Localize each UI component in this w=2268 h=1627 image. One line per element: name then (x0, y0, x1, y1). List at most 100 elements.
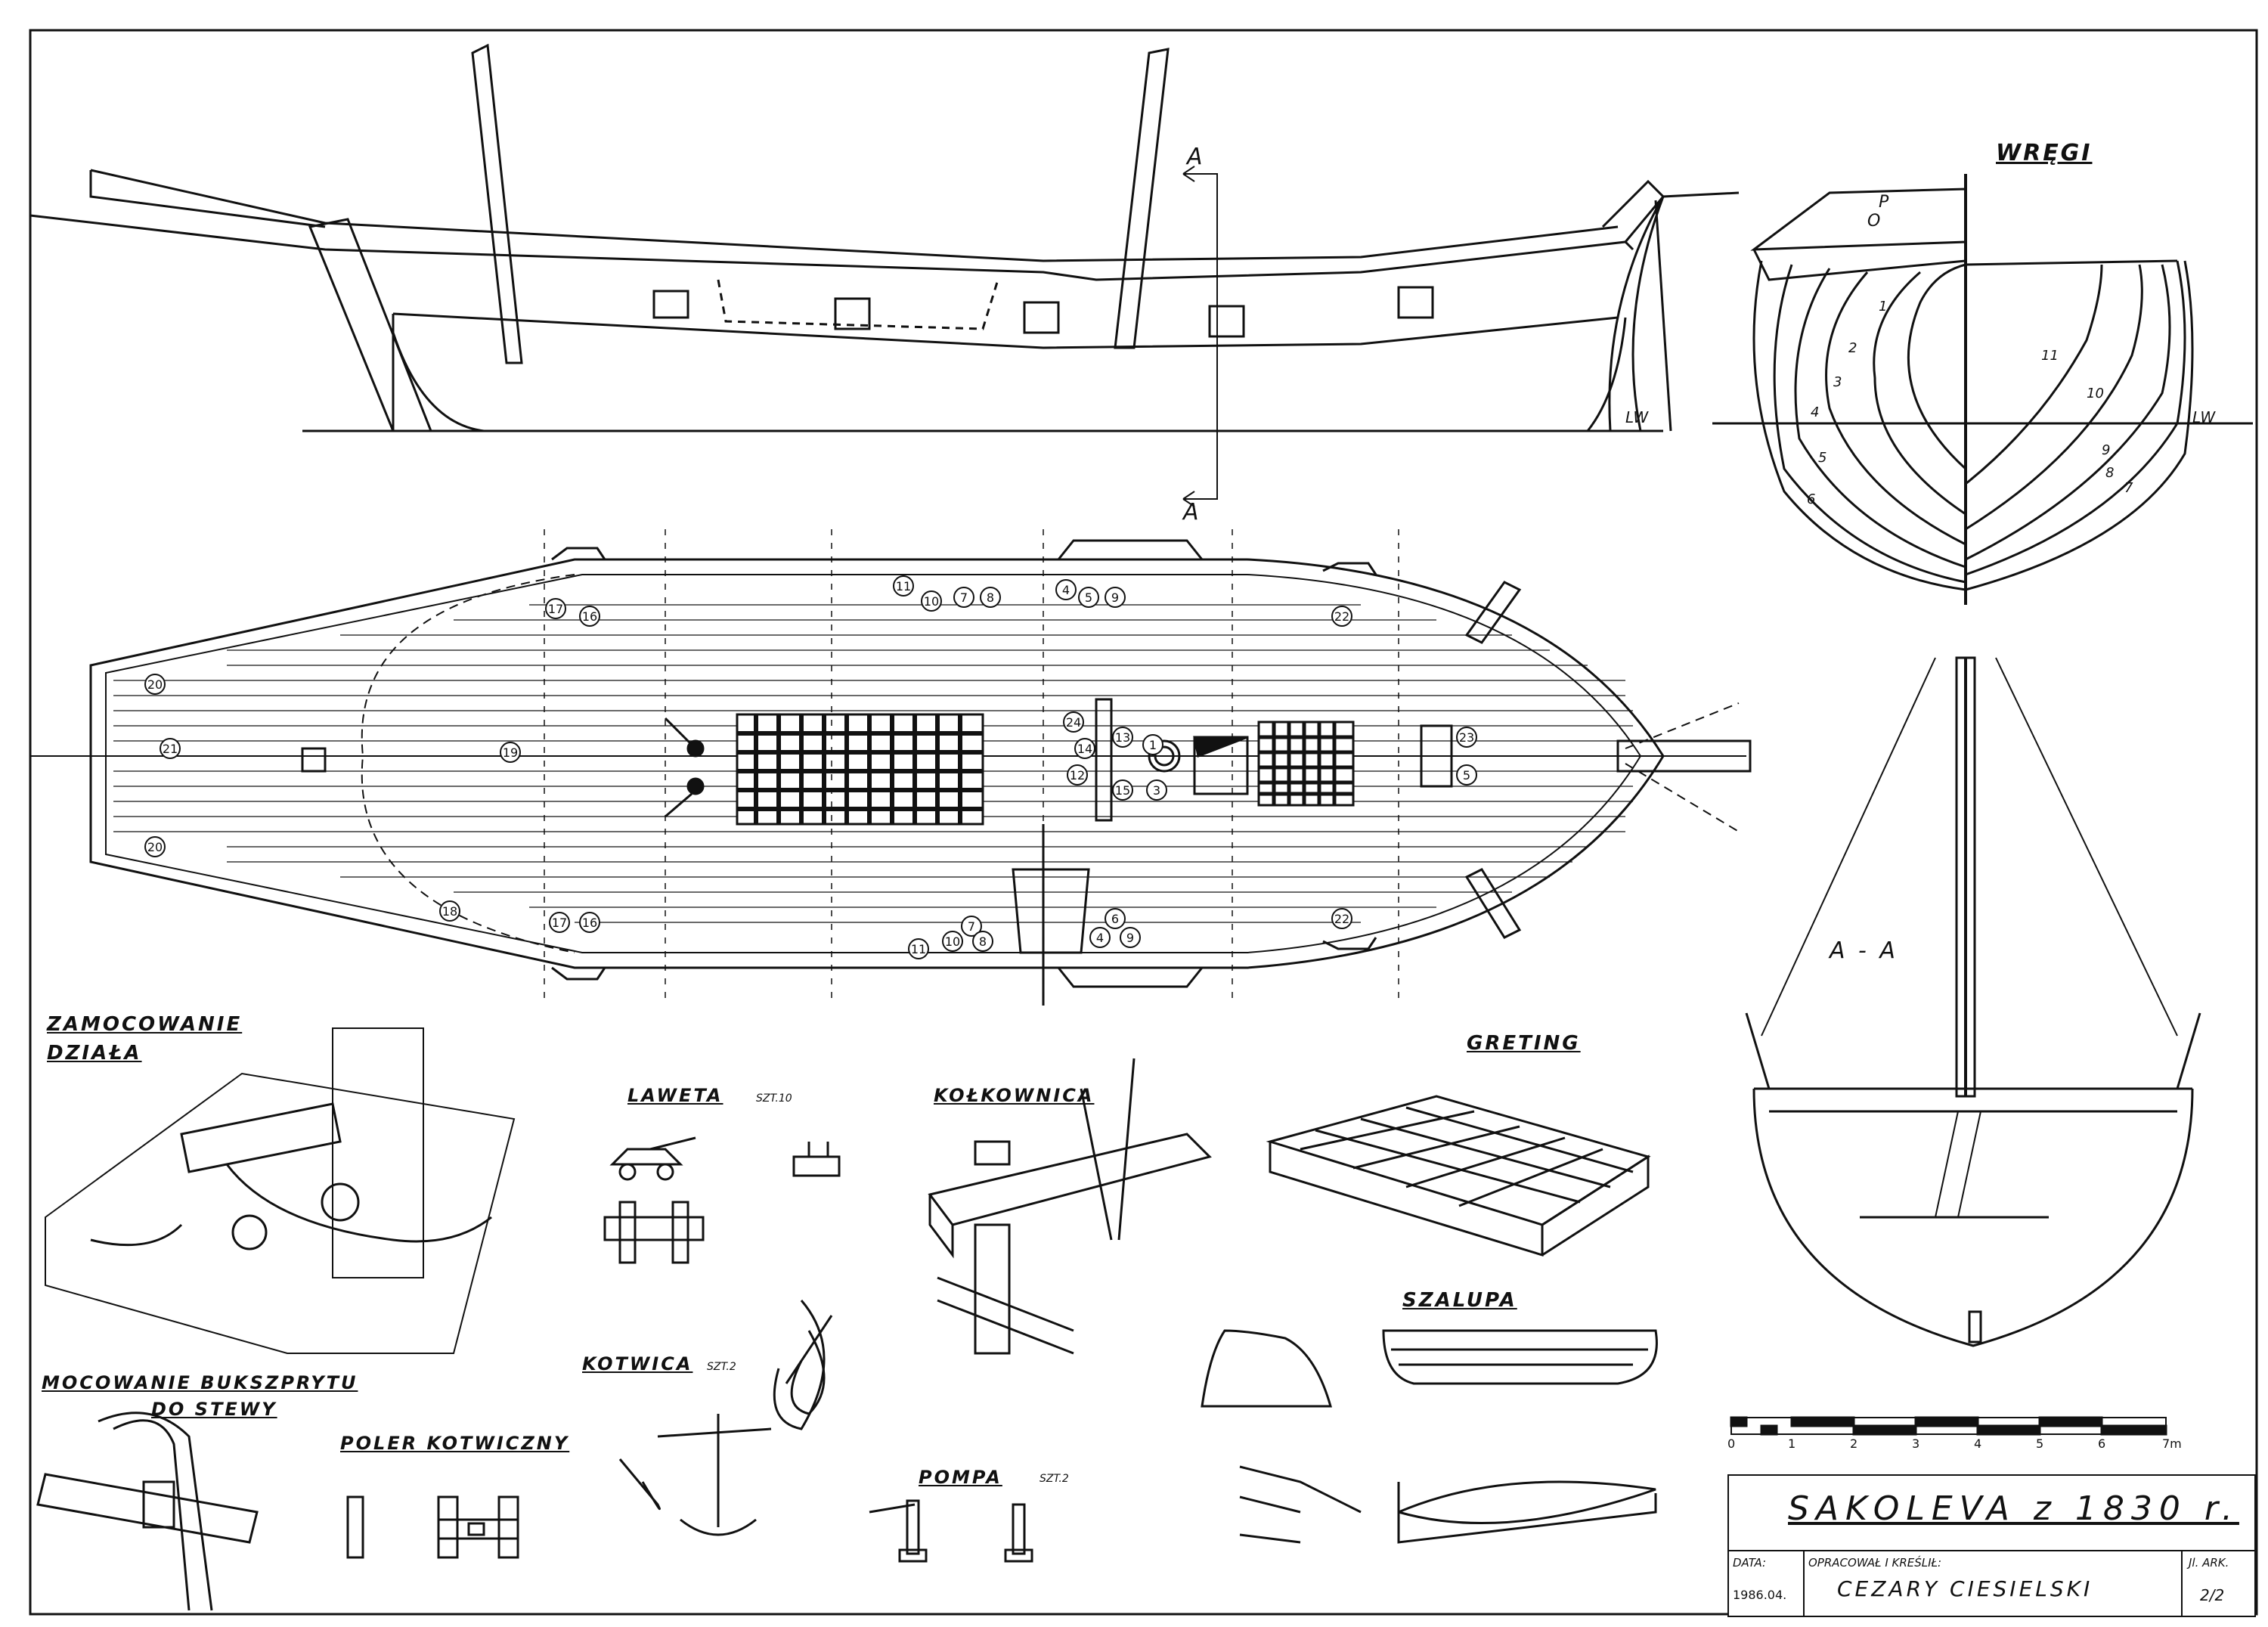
deck-part-number: 16 (579, 606, 600, 627)
deck-part-number-text: 10 (945, 934, 960, 949)
deck-part-number: 6 (1105, 908, 1126, 929)
label-greting: GRETING (1467, 1032, 1581, 1055)
deck-part-number: 10 (942, 931, 963, 952)
frame-num-2: 2 (1848, 340, 1857, 356)
deck-part-number-text: 12 (1070, 768, 1085, 783)
deck-part-number-text: 5 (1085, 590, 1092, 605)
deck-part-number-text: 19 (503, 745, 518, 760)
title-block-sheet-cell (2181, 1550, 2256, 1617)
deck-part-number-text: 7 (960, 590, 968, 605)
deck-part-number-text: 4 (1096, 931, 1104, 945)
label-kotwica: KOTWICA (582, 1353, 693, 1374)
scale-tick-6: 6 (2098, 1436, 2106, 1451)
frame-num-8: 8 (2105, 465, 2115, 481)
side-elevation (29, 43, 1740, 507)
frame-num-3: 3 (1833, 374, 1842, 390)
greting-detail (1266, 1095, 1651, 1257)
scale-tick-0: 0 (1727, 1436, 1736, 1451)
deck-part-number: 1 (1142, 734, 1163, 755)
label-section-aa: A - A (1830, 937, 1898, 964)
label-pompa: POMPA (919, 1467, 1002, 1488)
deck-part-number: 13 (1112, 727, 1133, 748)
deck-part-number: 5 (1078, 587, 1099, 608)
deck-part-number-text: 9 (1126, 931, 1134, 945)
frame-num-5: 5 (1818, 450, 1827, 466)
label-lw-right: LW (2192, 408, 2216, 426)
deck-part-number: 17 (549, 912, 570, 933)
label-mocowanie-2: DO STEWY (151, 1399, 277, 1420)
frame-num-9: 9 (2102, 442, 2111, 458)
deck-part-number-text: 7 (968, 919, 975, 934)
deck-part-number-text: 8 (979, 934, 987, 949)
deck-part-number-text: 22 (1334, 912, 1349, 926)
deck-part-number: 20 (144, 674, 166, 695)
scale-tick-7: 7m (2162, 1436, 2182, 1451)
gun-mount-detail (45, 1027, 516, 1354)
deck-part-number-text: 3 (1153, 783, 1160, 798)
deck-part-number: 9 (1120, 927, 1141, 948)
label-frame-o: O (1867, 212, 1881, 231)
deck-part-number: 24 (1063, 711, 1084, 733)
date-label: DATA: (1733, 1556, 1767, 1570)
deck-part-number-text: 20 (147, 840, 163, 854)
deck-part-number-text: 17 (548, 602, 563, 616)
deck-part-number-text: 1 (1149, 738, 1157, 752)
deck-part-number-text: 11 (896, 579, 911, 593)
szalupa-detail (1201, 1329, 1658, 1544)
label-section-a-bottom: A (1183, 499, 1199, 525)
deck-part-number: 9 (1105, 587, 1126, 608)
deck-part-number-text: 9 (1111, 590, 1119, 605)
deck-part-number: 11 (908, 938, 929, 959)
date-value: 1986.04. (1733, 1588, 1787, 1602)
deck-part-number: 15 (1112, 779, 1133, 801)
mocowanie-detail (36, 1412, 259, 1611)
deck-part-number: 18 (439, 900, 460, 922)
title-block-date-cell (1727, 1550, 1806, 1617)
deck-part-number: 23 (1456, 727, 1477, 748)
deck-part-number-text: 10 (924, 594, 939, 609)
label-frame-p: P (1879, 193, 1889, 212)
deck-part-number: 4 (1089, 927, 1111, 948)
deck-part-number: 5 (1456, 764, 1477, 786)
deck-part-number: 10 (921, 590, 942, 612)
deck-part-number-text: 6 (1111, 912, 1119, 926)
label-lw-left: LW (1625, 408, 1649, 426)
deck-part-number: 14 (1074, 738, 1095, 759)
deck-part-number: 7 (953, 587, 974, 608)
deck-part-number: 11 (893, 575, 914, 597)
scale-tick-2: 2 (1850, 1436, 1858, 1451)
deck-part-number-text: 16 (582, 916, 597, 930)
deck-part-number-text: 11 (911, 942, 926, 956)
label-laweta-qty: SZT.10 (756, 1092, 792, 1105)
laweta-detail (603, 1136, 841, 1264)
label-laweta: LAWETA (627, 1085, 723, 1106)
scale-tick-3: 3 (1912, 1436, 1920, 1451)
kotwica-detail (618, 1300, 833, 1536)
label-poler: POLER KOTWICZNY (340, 1433, 570, 1454)
label-szalupa: SZALUPA (1402, 1289, 1517, 1312)
scale-tick-5: 5 (2036, 1436, 2044, 1451)
deck-part-number: 22 (1331, 606, 1352, 627)
deck-part-number-text: 22 (1334, 609, 1349, 624)
scale-tick-4: 4 (1974, 1436, 1982, 1451)
deck-part-number-text: 17 (552, 916, 567, 930)
sheet-border (29, 29, 2258, 1616)
label-pompa-qty: SZT.2 (1040, 1473, 1069, 1485)
deck-part-number: 21 (160, 738, 181, 759)
section-aa (1745, 656, 2201, 1347)
author-value: CEZARY CIESIELSKI (1837, 1576, 2093, 1601)
scale-bar (1730, 1416, 2167, 1436)
title-block-author-cell (1803, 1550, 2184, 1617)
deck-part-number: 22 (1331, 908, 1352, 929)
deck-part-number-text: 4 (1062, 583, 1070, 597)
deck-part-number: 3 (1146, 779, 1167, 801)
deck-part-number: 7 (961, 916, 982, 937)
deck-part-number-text: 8 (987, 590, 994, 605)
deck-part-number-text: 24 (1066, 715, 1081, 730)
deck-part-number-text: 18 (442, 904, 457, 919)
frame-num-7: 7 (2124, 480, 2133, 496)
deck-part-number: 4 (1055, 579, 1077, 600)
deck-part-number: 17 (545, 598, 566, 619)
frame-num-10: 10 (2087, 386, 2104, 401)
